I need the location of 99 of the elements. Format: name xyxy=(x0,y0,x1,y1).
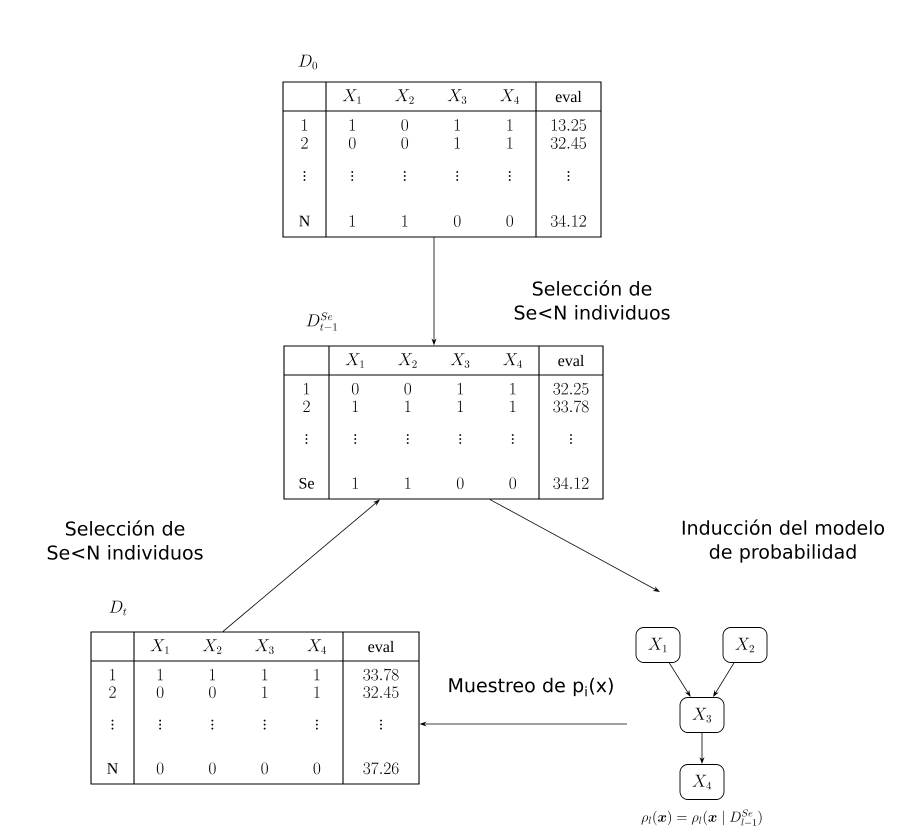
table-cell: $0$ xyxy=(314,762,320,774)
table-cell: $1$ xyxy=(458,382,463,394)
table-cell: $\mathrm{eval}$ xyxy=(368,640,394,652)
table-cell: $2$ xyxy=(301,137,308,149)
table-cell: $0$ xyxy=(404,382,412,395)
table-cell: $2$ xyxy=(109,686,116,698)
table-cell: $1$ xyxy=(402,215,408,227)
table-cell: $0$ xyxy=(401,119,408,131)
table-cell: $X_2$ xyxy=(202,639,222,654)
table-cell: $\vdots$ xyxy=(112,720,114,730)
table-cell: $1$ xyxy=(110,668,116,680)
table-cell: $0$ xyxy=(454,215,461,227)
table-cell: $0$ xyxy=(156,762,164,774)
table-cell: $1$ xyxy=(454,137,460,149)
variable-node: $X_4$ xyxy=(680,764,724,800)
table-cell: $32.45$ xyxy=(550,137,586,149)
table-cell: $1$ xyxy=(314,668,320,680)
table-cell: $\vdots$ xyxy=(304,171,306,181)
table-cell: $\vdots$ xyxy=(512,434,514,444)
table-cell: $1$ xyxy=(507,137,512,149)
table-cell: $\vdots$ xyxy=(316,720,318,730)
table-cell: $\vdots$ xyxy=(508,171,511,181)
table-cell: $0$ xyxy=(156,686,164,698)
table-cell: $34.12$ xyxy=(550,215,586,227)
table-cell: $2$ xyxy=(303,400,310,412)
table-cell: $1$ xyxy=(507,119,512,131)
table-cell: $0$ xyxy=(509,477,516,490)
variable-node: $X_2$ xyxy=(722,627,768,663)
edge-label: Selección de Se<N individuos xyxy=(48,520,203,560)
table-cell: $32.25$ xyxy=(553,382,588,395)
table-cell: $33.78$ xyxy=(553,400,589,412)
table-cell: $0$ xyxy=(352,382,359,395)
table-cell: $1$ xyxy=(314,686,320,698)
table-cell: $1$ xyxy=(158,668,163,680)
table-cell: $\vdots$ xyxy=(380,720,382,730)
table-cell: $1$ xyxy=(405,477,410,489)
table-cell: $32.45$ xyxy=(363,686,398,698)
table-cell: $1$ xyxy=(405,400,410,412)
table-cell: $X_3$ xyxy=(255,639,274,654)
table-cell: $X_2$ xyxy=(398,353,417,368)
table-cell: $0$ xyxy=(348,137,356,149)
table-cell: $1$ xyxy=(510,382,516,394)
table-cell: $X_3$ xyxy=(448,89,466,104)
table-cell: $1$ xyxy=(352,477,358,489)
table-heading: $D_0$ xyxy=(298,54,318,70)
table-cell: $\vdots$ xyxy=(459,434,462,444)
table-cell: $1$ xyxy=(352,400,358,412)
table-cell: $0$ xyxy=(506,215,514,227)
table-cell: $X_2$ xyxy=(395,89,414,104)
table-cell: $\vdots$ xyxy=(354,434,356,444)
table-cell: $X_4$ xyxy=(500,89,519,104)
table-cell: $1$ xyxy=(210,668,216,680)
table-cell: $\vdots$ xyxy=(404,171,406,181)
table-cell: $\vdots$ xyxy=(570,434,572,444)
table-cell: $\mathrm{Se}$ xyxy=(300,478,314,489)
table-cell: $1$ xyxy=(350,119,355,131)
table-cell: $33.78$ xyxy=(363,668,399,681)
table-cell: $\mathrm{eval}$ xyxy=(558,354,584,366)
edge-label: Inducción del modelo de probabilidad xyxy=(682,519,884,563)
table-cell: $1$ xyxy=(262,668,268,680)
table-cell: $1$ xyxy=(454,119,460,131)
table-cell: $0$ xyxy=(209,762,216,774)
variable-node: $X_1$ xyxy=(636,627,680,663)
table-cell: $\mathrm{eval}$ xyxy=(556,90,582,102)
table-cell: $1$ xyxy=(510,400,516,412)
table-cell: $1$ xyxy=(350,215,355,227)
table-cell: $13.25$ xyxy=(552,119,586,131)
table-heading: $D_t$ xyxy=(110,600,126,616)
table-cell: $X_4$ xyxy=(503,353,522,368)
table-cell: $0$ xyxy=(456,477,464,490)
table-cell: $X_3$ xyxy=(450,353,470,368)
table-cell: $\mathrm{N}$ xyxy=(107,763,118,774)
table-cell: $\vdots$ xyxy=(264,720,266,730)
table-cell: $0$ xyxy=(401,137,408,149)
table-cell: $37.26$ xyxy=(363,762,399,774)
table-cell: $X_1$ xyxy=(150,639,169,654)
table-cell: $0$ xyxy=(261,762,268,774)
table-cell: $\vdots$ xyxy=(211,720,214,730)
table-cell: $\vdots$ xyxy=(456,171,458,181)
table-heading: $D_{t-1}^{Se}$ xyxy=(306,312,337,331)
table-cell: $\vdots$ xyxy=(406,434,409,444)
table-cell: $1$ xyxy=(262,686,268,698)
table-cell: $1$ xyxy=(302,119,308,131)
table-cell: $0$ xyxy=(209,686,216,698)
table-cell: $34.12$ xyxy=(553,477,588,490)
table-cell: $1$ xyxy=(304,382,310,394)
table-cell: $X_4$ xyxy=(307,639,326,654)
table-cell: $\vdots$ xyxy=(568,171,570,181)
table-cell: $\vdots$ xyxy=(351,171,354,181)
table-cell: $\mathrm{N}$ xyxy=(299,216,310,226)
edge-label: Selección de Se<N individuos xyxy=(514,280,670,320)
table-cell: $X_1$ xyxy=(346,353,364,368)
formula-label: $\rho_l(\boldsymbol{x}) = \rho_l(\boldsymbol{x} \mid D_{l-1}^{Se})$ xyxy=(641,809,762,826)
table-cell: $\vdots$ xyxy=(159,720,162,730)
table-cell: $X_1$ xyxy=(342,89,361,104)
table-cell: $1$ xyxy=(458,400,463,412)
variable-node: $X_3$ xyxy=(680,697,724,733)
table-cell: $\vdots$ xyxy=(306,434,308,444)
edge-label: Muestreo de p$_{i}$(x) xyxy=(449,678,613,696)
